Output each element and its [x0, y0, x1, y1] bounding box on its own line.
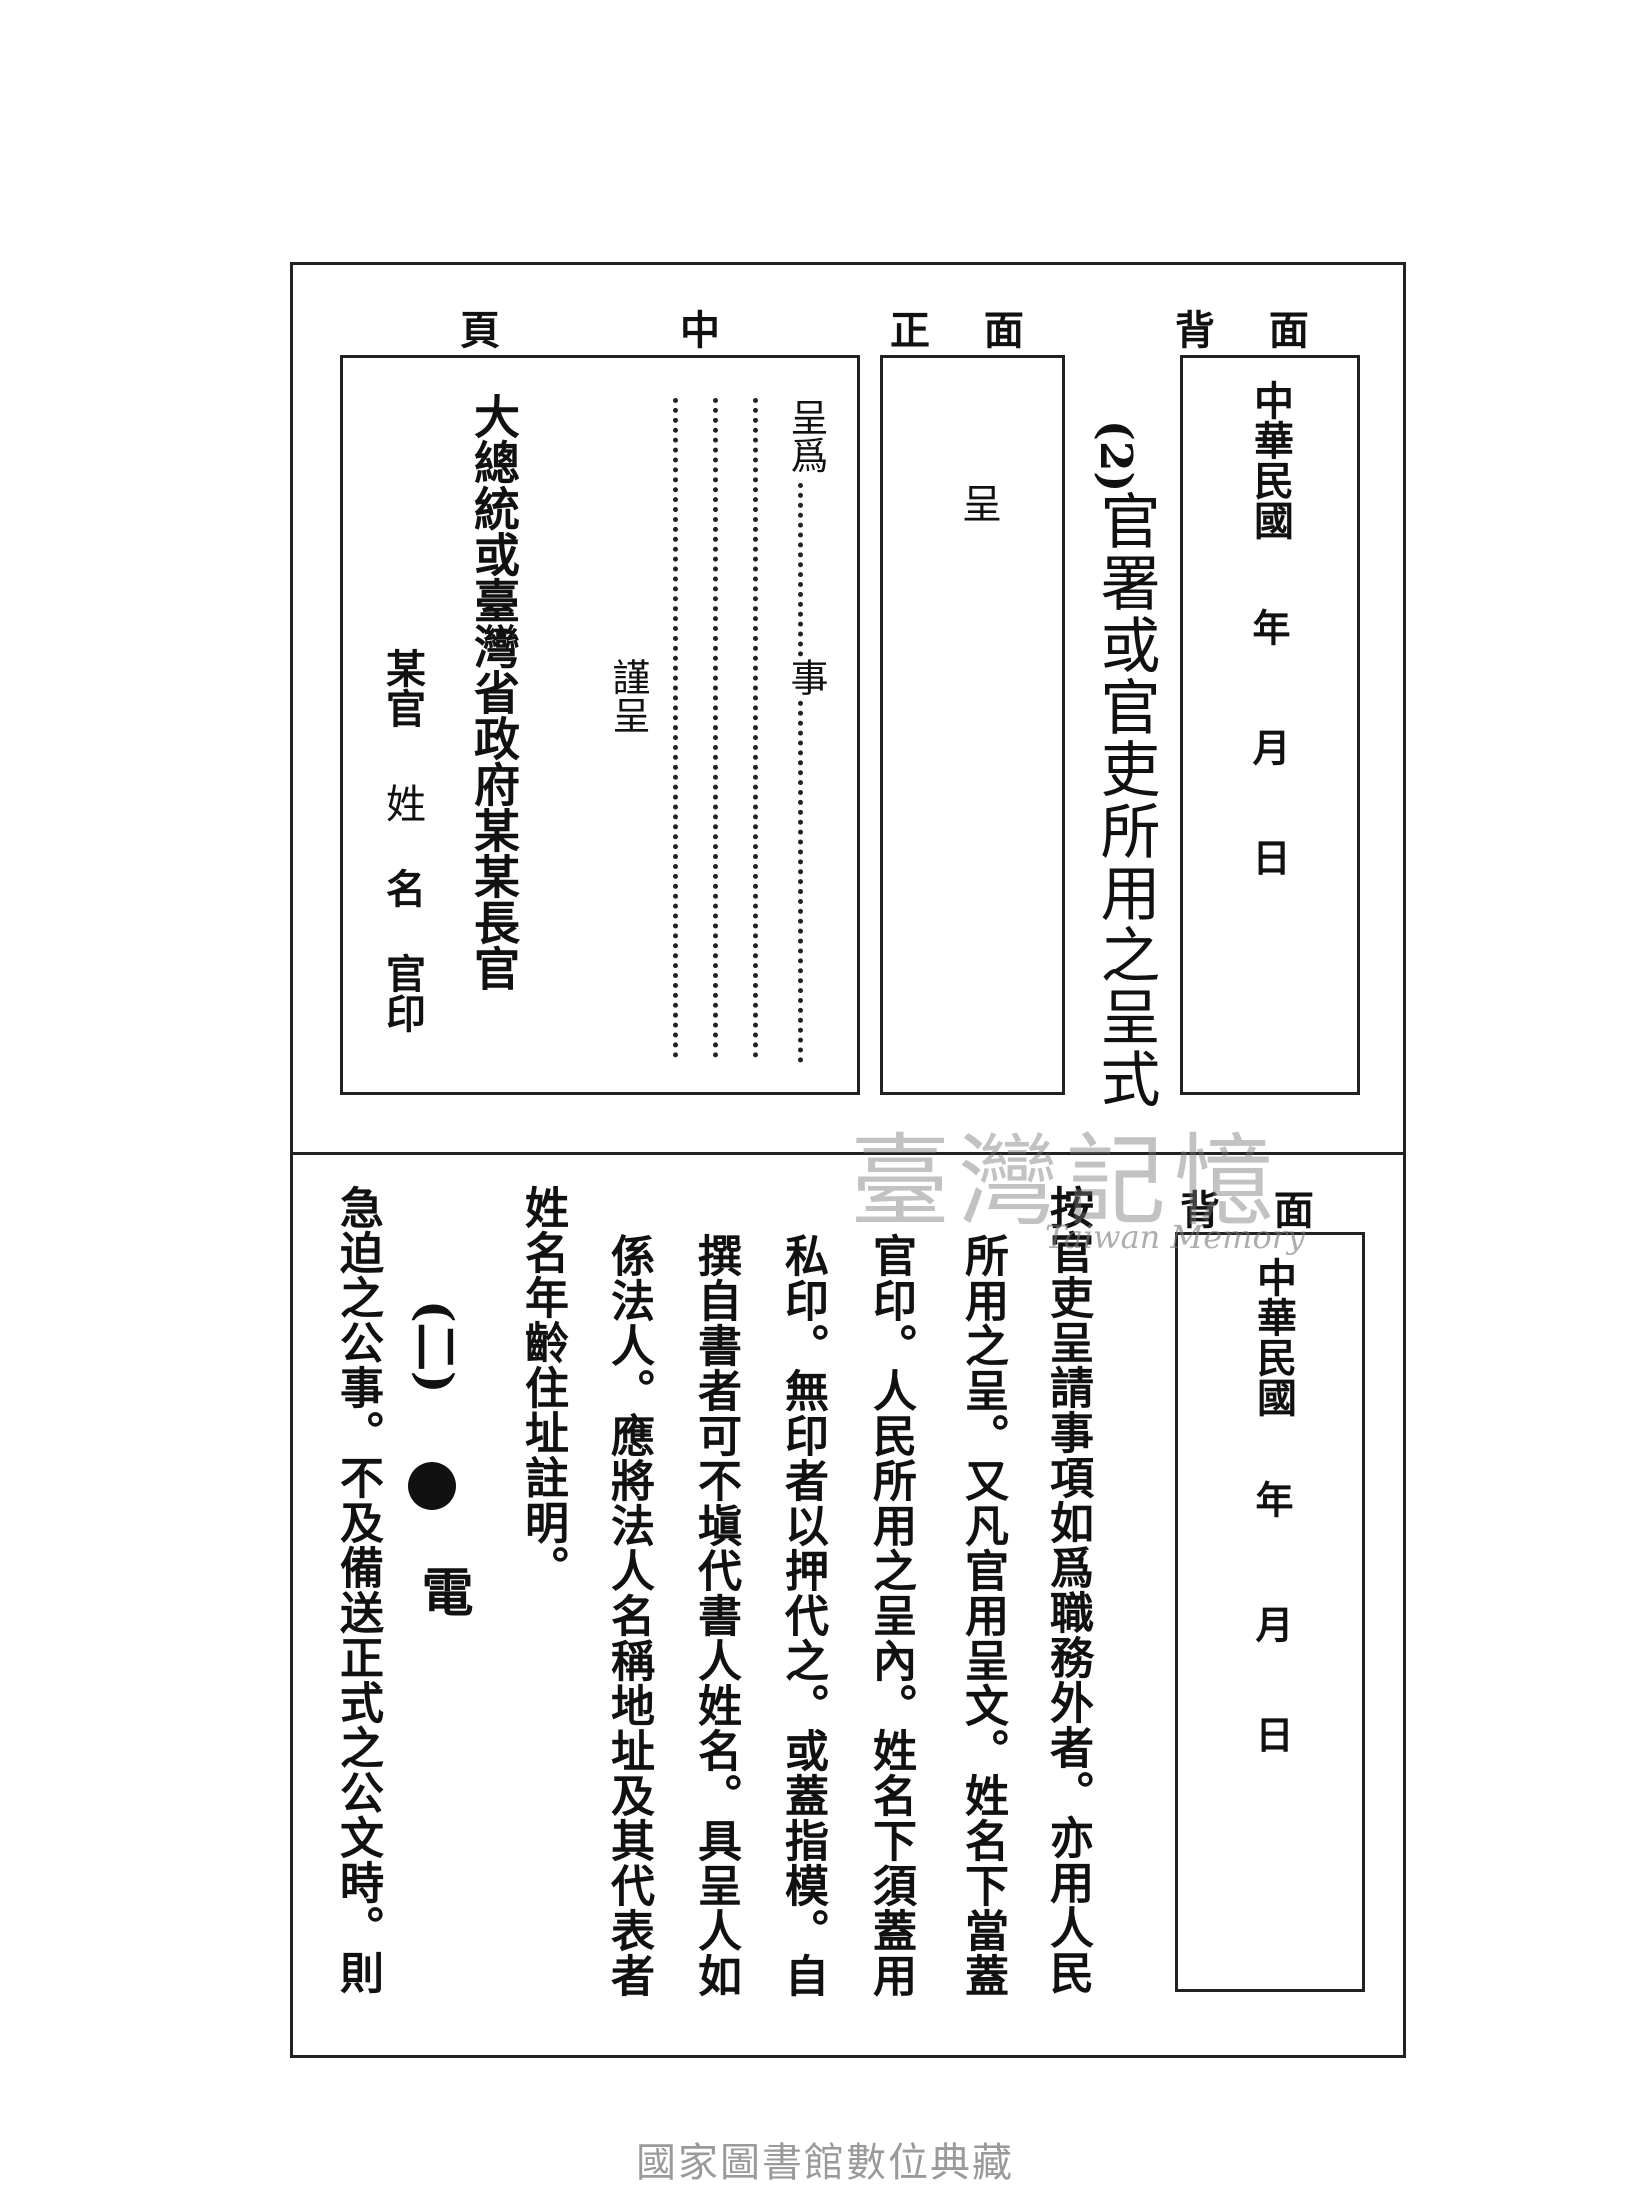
para-line-3: 官印。人民所用之呈內。姓名下須蓋用 [865, 1233, 916, 1998]
date-year: 中華民國 [1247, 380, 1294, 540]
dot-line-4 [673, 398, 678, 1058]
heading-title: 電 [412, 1565, 473, 1617]
para-line-7: 姓名年齡住址註明。 [517, 1185, 568, 1590]
back-box-top: 中華民國 年 月 日 [1180, 355, 1360, 1095]
line-addressee: 大總統或臺灣省政府某某長官 [467, 393, 521, 991]
line-mouguan: 某官 [379, 648, 426, 728]
date-m-2: 月 [1249, 1605, 1294, 1643]
line-ming: 名 [379, 868, 426, 908]
date-d: 日 [1246, 838, 1291, 876]
label-middle-b: 頁 [460, 307, 500, 354]
para-line-2: 所用之呈。又凡官用呈文。姓名下當蓋 [957, 1233, 1008, 1998]
footer-caption: 國家圖書館數位典藏 [636, 2140, 1014, 2186]
para-line-5: 撰自書者可不塡代書人姓名。具呈人如 [690, 1233, 741, 1998]
date-y: 年 [1246, 608, 1291, 646]
outer-frame [290, 262, 1406, 2058]
para-line-1: 按官吏呈請事項如爲職務外者。亦用人民 [1042, 1185, 1093, 1995]
last-para-line: 急迫之公事。不及備送正式之公文時。則 [332, 1185, 383, 1995]
watermark-cn: 臺灣記憶 [850, 1123, 1282, 1240]
watermark-en: Taiwan Memory [1045, 1218, 1306, 1256]
date-year-2: 中華民國 [1250, 1257, 1297, 1417]
line-guanyin: 官印 [379, 953, 426, 1033]
para-line-6: 係法人。應將法人名稱地址及其代表者 [603, 1233, 654, 1998]
line-jincheng: 謹呈 [606, 658, 650, 734]
section-title: 官署或官吏所用之呈式 [1090, 490, 1160, 1110]
line-xing: 姓 [379, 783, 425, 823]
dot-line-3 [713, 398, 718, 1058]
dot-line-1 [798, 483, 803, 1063]
front-box: 呈 [880, 355, 1065, 1095]
label-back: 背 面 [1175, 307, 1329, 354]
label-front: 正 面 [890, 307, 1044, 354]
date-m: 月 [1246, 728, 1291, 766]
heading-number: (二) [407, 1300, 463, 1394]
back-box-bottom: 中華民國 年 月 日 [1175, 1232, 1365, 1992]
label-back-bottom: 背 面 [1180, 1187, 1334, 1234]
line-chengwei: 呈爲 [784, 398, 828, 474]
middle-box: 呈爲 事 謹呈 大總統或臺灣省政府某某長官 某官 姓 名 官印 [340, 355, 860, 1095]
line-shi: 事 [779, 658, 834, 696]
para-line-4: 私印。無印者以押代之。或蓋指模。自 [777, 1233, 828, 1998]
section-number: (2) [1090, 420, 1141, 493]
label-middle-a: 中 [680, 307, 720, 354]
dot-line-2 [753, 398, 758, 1058]
divider [290, 1152, 1403, 1155]
date-y-2: 年 [1249, 1480, 1294, 1518]
date-d-2: 日 [1249, 1715, 1294, 1753]
front-text: 呈 [955, 483, 1001, 523]
bullet-icon [408, 1462, 456, 1510]
